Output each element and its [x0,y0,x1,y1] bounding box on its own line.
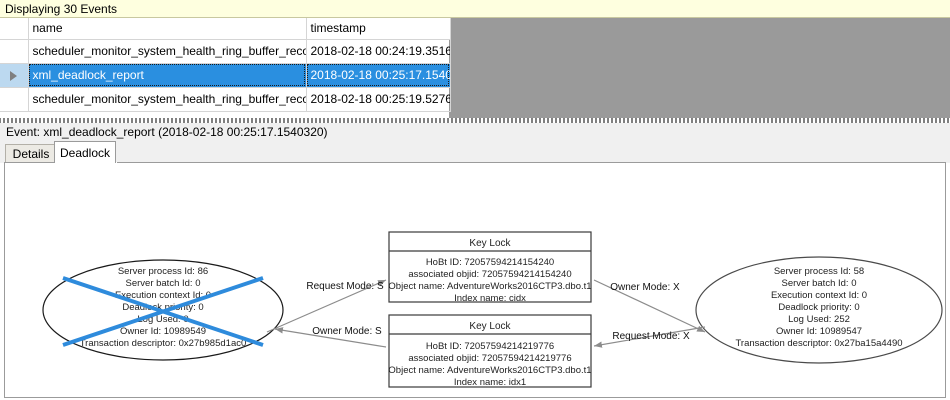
column-header-name[interactable]: name [28,18,307,40]
edge-left-request-label: Request Mode: S [306,281,384,292]
right-process-line-6: Transaction descriptor: 0x27ba15a4490 [735,338,902,349]
right-process-line-5: Owner Id: 10989547 [776,326,862,337]
cell-name[interactable]: scheduler_monitor_system_health_ring_buf… [28,39,307,64]
edge-right-owner: Owner Mode: X [593,279,706,333]
grid-header-row: name timestamp [0,18,451,40]
row-selector-cell[interactable] [0,63,29,88]
event-detail-header: Event: xml_deadlock_report (2018-02-18 0… [0,123,950,141]
edge-left-request: Request Mode: S [266,279,387,333]
key-lock-top-box [388,231,592,303]
horizontal-splitter[interactable] [0,118,950,123]
left-process-line-6: Transaction descriptor: 0x27b985d1ac0 [80,338,247,349]
table-row[interactable]: xml_deadlock_report 2018-02-18 00:25:17.… [0,63,451,88]
key-lock-bottom-title: Key Lock [469,321,511,332]
left-process-node[interactable]: Server process Id: 86 Server batch Id: 0… [42,259,284,361]
key-lock-bottom-line-0: HoBt ID: 72057594214219776 [426,341,554,352]
key-lock-bottom-line-2: Object name: AdventureWorks2016CTP3.dbo.… [388,365,591,376]
deadlock-victim-cross-icon [62,276,264,347]
right-process-node[interactable]: Server process Id: 58 Server batch Id: 0… [695,256,943,364]
left-process-line-5: Owner Id: 10989549 [120,326,206,337]
edge-right-request: Request Mode: X [593,326,706,348]
table-row[interactable]: scheduler_monitor_system_health_ring_buf… [0,39,451,64]
key-lock-top-line-0: HoBt ID: 72057594214154240 [426,257,554,268]
events-count-label: Displaying 30 Events [5,1,118,16]
cell-name[interactable]: xml_deadlock_report [28,63,307,88]
key-lock-bottom-box [388,314,592,388]
cell-timestamp[interactable]: 2018-02-18 00:24:19.3516078 [306,39,451,64]
deadlock-graph-canvas[interactable]: Server process Id: 86 Server batch Id: 0… [4,162,946,398]
left-process-line-4: Log Used: 0 [137,314,188,325]
key-lock-bottom-line-3: Index name: idx1 [454,377,526,388]
tab-seam [5,162,945,163]
column-header-timestamp[interactable]: timestamp [306,18,451,40]
key-lock-bottom-line-1: associated objid: 72057594214219776 [408,353,571,364]
deadlock-graph-svg: Server process Id: 86 Server batch Id: 0… [42,231,943,388]
left-process-line-0: Server process Id: 86 [118,266,208,277]
left-process-line-3: Deadlock priority: 0 [122,302,203,313]
events-status-bar: Displaying 30 Events [0,0,950,18]
event-title-label: Event: xml_deadlock_report (2018-02-18 0… [6,125,328,139]
cell-timestamp[interactable]: 2018-02-18 00:25:17.1540320 [306,63,451,88]
events-grid[interactable]: name timestamp scheduler_monitor_system_… [0,18,451,118]
key-lock-top-node[interactable]: Key Lock HoBt ID: 72057594214154240 asso… [388,231,592,304]
left-process-line-2: Execution context Id: 0 [115,290,211,301]
key-lock-top-line-3: Index name: cidx [454,293,526,304]
key-lock-top-line-1: associated objid: 72057594214154240 [408,269,571,280]
table-row[interactable]: scheduler_monitor_system_health_ring_buf… [0,87,451,112]
edge-left-owner: Owner Mode: S [274,326,387,348]
right-process-ellipse [695,256,943,364]
row-selector-cell[interactable] [0,87,29,112]
key-lock-bottom-node[interactable]: Key Lock HoBt ID: 72057594214219776 asso… [388,314,592,388]
right-process-line-0: Server process Id: 58 [774,266,864,277]
cell-timestamp[interactable]: 2018-02-18 00:25:19.5276859 [306,87,451,112]
key-lock-top-title: Key Lock [469,238,511,249]
row-selector-arrow-icon [10,70,18,81]
cell-name[interactable]: scheduler_monitor_system_health_ring_buf… [28,87,307,112]
right-process-line-2: Execution context Id: 0 [771,290,867,301]
column-header-selector [0,18,29,40]
events-grid-area: name timestamp scheduler_monitor_system_… [0,18,950,118]
right-process-line-1: Server batch Id: 0 [782,278,857,289]
edge-right-owner-label: Owner Mode: X [610,282,680,293]
right-process-line-4: Log Used: 252 [788,314,850,325]
right-process-line-3: Deadlock priority: 0 [778,302,859,313]
detail-tabstrip: Details Deadlock [0,141,950,163]
left-process-line-1: Server batch Id: 0 [126,278,201,289]
edge-right-request-label: Request Mode: X [612,331,690,342]
tab-details[interactable]: Details [5,144,57,163]
row-selector-cell[interactable] [0,39,29,64]
edge-left-owner-label: Owner Mode: S [312,326,382,337]
key-lock-top-line-2: Object name: AdventureWorks2016CTP3.dbo.… [388,281,591,292]
tab-deadlock[interactable]: Deadlock [54,141,116,163]
